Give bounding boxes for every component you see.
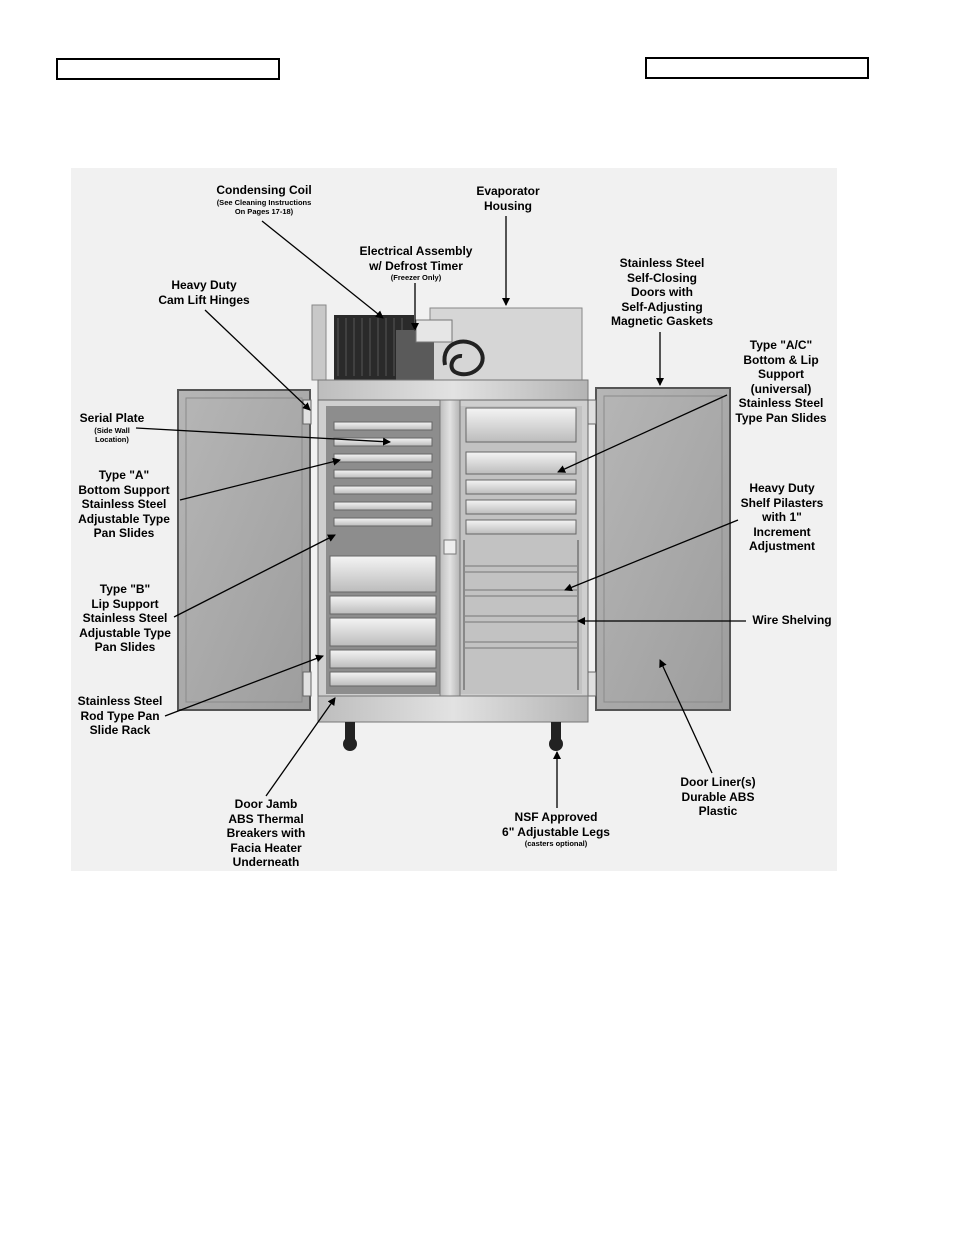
leader-hinges [204, 309, 311, 411]
label-type-ac: Type "A/C" Bottom & Lip Support (univers… [735, 338, 827, 425]
leader-type-b [173, 534, 336, 618]
leader-type-a [179, 457, 341, 501]
top-compartment [311, 304, 583, 381]
label-rod-rack: Stainless Steel Rod Type Pan Slide Rack [77, 694, 163, 737]
label-type-b: Type "B" Lip Support Stainless Steel Adj… [79, 582, 171, 654]
label-electrical-assembly: Electrical Assembly w/ Defrost Timer (Fr… [359, 244, 473, 282]
label-condensing-coil: Condensing Coil (See Cleaning Instructio… [216, 183, 312, 216]
leader-pilasters [564, 519, 739, 592]
leader-condensing-coil [261, 220, 384, 319]
label-evaporator-housing: Evaporator Housing [476, 184, 540, 213]
label-legs: NSF Approved 6" Adjustable Legs (casters… [502, 810, 610, 848]
right-pans [465, 407, 577, 535]
label-serial-plate: Serial Plate (Side Wall Location) [79, 411, 145, 444]
right-door [595, 387, 731, 711]
leader-serial-plate [135, 427, 391, 446]
label-type-a: Type "A" Bottom Support Stainless Steel … [78, 468, 170, 540]
refrigerator-illustration [135, 216, 746, 808]
header-box-right [645, 57, 869, 79]
cabinet-base [317, 695, 589, 723]
leader-rod-rack [164, 654, 324, 717]
leader-door-jamb [265, 697, 336, 797]
leader-lines [135, 216, 746, 808]
label-wire-shelving: Wire Shelving [752, 613, 832, 627]
left-door [177, 389, 311, 711]
label-door-jamb: Door Jamb ABS Thermal Breakers with Faci… [226, 797, 306, 869]
label-door-liner: Door Liner(s) Durable ABS Plastic [680, 775, 756, 818]
left-deep-pans [329, 555, 437, 687]
left-shallow-pans [333, 421, 433, 527]
label-hinges: Heavy Duty Cam Lift Hinges [158, 278, 250, 307]
leader-type-ac [557, 394, 728, 473]
cabinet-top-band [317, 379, 589, 401]
leader-door-liner [659, 659, 713, 774]
label-pilasters: Heavy Duty Shelf Pilasters with 1" Incre… [740, 481, 824, 553]
label-doors: Stainless Steel Self-Closing Doors with … [610, 256, 714, 328]
legs [343, 722, 563, 751]
refrigerator-diagram [71, 168, 837, 871]
header-box-left [56, 58, 280, 80]
